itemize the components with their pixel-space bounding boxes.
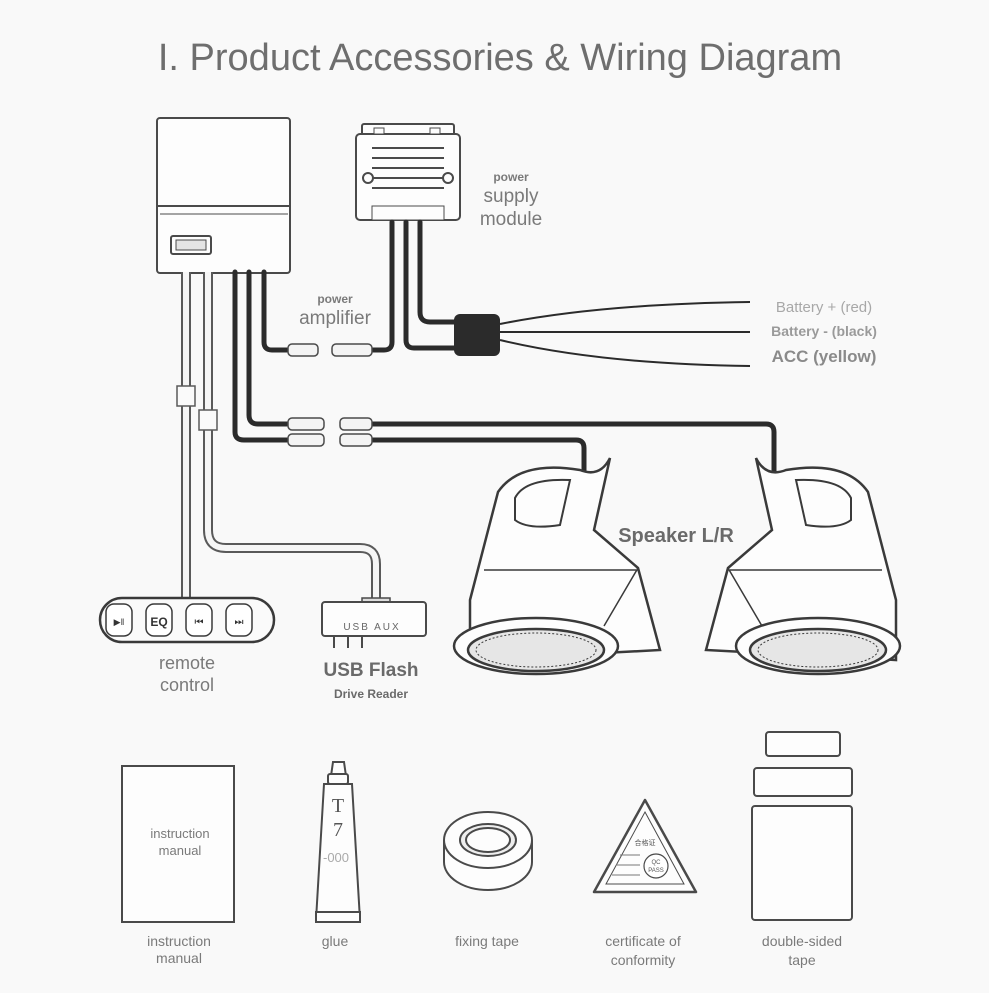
usb-port-label: USB AUX [343,622,400,633]
previous-track-icon: ⏮ [195,617,204,628]
battery-negative-label: Battery - (black) [771,323,877,339]
battery-leads [499,301,751,367]
psu-label-line1: power [493,170,529,184]
certificate-label-line1: certificate of [605,933,681,949]
wiring [232,219,777,523]
certificate-label-line2: conformity [611,952,676,968]
glue-text-7: 7 [333,819,343,841]
fixing-tape-label: fixing tape [455,933,519,949]
manual-label-line2: manual [156,950,202,966]
glue-tube: T 7 -000 [314,761,362,923]
manual-cover-line2: manual [159,843,202,858]
double-tape-label-line1: double-sided [762,933,842,949]
accessory-cables [176,272,381,600]
psu-label-line2: supply [484,186,539,207]
acc-label: ACC (yellow) [772,347,877,366]
connectors [287,343,373,447]
next-track-icon: ⏭ [235,617,244,628]
page-title: I. Product Accessories & Wiring Diagram [158,37,842,79]
manual-cover-line1: instruction [150,826,209,841]
glue-text-t: T [332,795,344,817]
certificate-of-conformity: 合格证 QC PASS [592,798,698,894]
remote-label-line2: control [160,675,214,695]
usb-label-line1: USB Flash [323,660,418,681]
power-supply-module [355,123,461,221]
manual-label-line1: instruction [147,933,211,949]
instruction-manual: instruction manual [121,765,235,923]
double-sided-tape [751,731,853,921]
glue-text-number: -000 [323,850,349,865]
remote-control: ▶‖ EQ ⏮ ⏭ [98,596,276,644]
psu-label-line3: module [480,209,542,230]
speaker-left [452,457,662,676]
wire-splitter [454,314,500,356]
speaker-right [704,457,902,676]
usb-reader: USB AUX [321,597,427,648]
amplifier-label-line2: amplifier [299,308,371,329]
certificate-stamp-top: 合格证 [635,838,656,847]
play-pause-icon: ▶‖ [114,617,125,627]
certificate-stamp-pass: PASS [648,868,664,874]
amplifier-label-line1: power [317,292,353,306]
eq-button-label: EQ [150,615,167,629]
amplifier-unit [156,117,291,274]
double-tape-label-line2: tape [788,952,815,968]
battery-positive-label: Battery + (red) [776,299,872,316]
fixing-tape-roll [443,811,533,891]
remote-label-line1: remote [159,653,215,673]
speaker-label: Speaker L/R [618,525,734,547]
certificate-stamp-qc: QC [652,860,662,866]
glue-label: glue [322,933,349,949]
usb-label-line2: Drive Reader [334,687,408,701]
